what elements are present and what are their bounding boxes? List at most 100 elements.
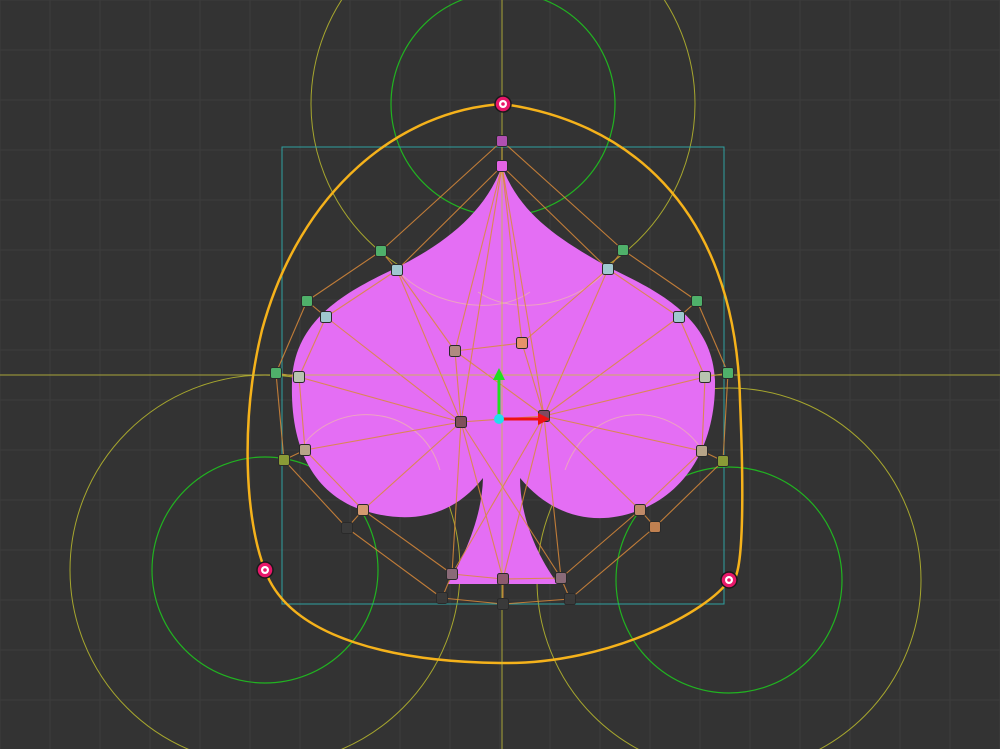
transform-gizmo[interactable] (493, 368, 550, 425)
deform-cage-curve[interactable] (246, 102, 744, 665)
control-point[interactable] (691, 295, 703, 307)
mesh-edge (460, 421, 562, 579)
influence-circle-right-inner (615, 466, 843, 694)
mesh-edge (441, 597, 504, 605)
triangulation-mesh (275, 140, 729, 605)
mesh-edge (346, 527, 443, 599)
mesh-edge (521, 268, 609, 344)
mesh-edge (454, 342, 523, 352)
mesh-edge (543, 376, 706, 417)
x-axis-arrow-icon[interactable] (538, 413, 550, 425)
control-point[interactable] (301, 295, 313, 307)
mesh-edge (501, 165, 523, 344)
control-point[interactable] (496, 160, 508, 172)
mesh-edge (362, 421, 462, 511)
mesh-edge (639, 450, 703, 511)
mesh-edge (275, 300, 308, 374)
mesh-edge (380, 140, 503, 252)
mesh-edge (502, 577, 562, 580)
control-point[interactable] (699, 371, 711, 383)
control-point[interactable] (617, 244, 629, 256)
control-point[interactable] (516, 337, 528, 349)
control-point[interactable] (497, 598, 509, 610)
control-point[interactable] (320, 311, 332, 323)
mesh-edge (325, 316, 462, 423)
control-point[interactable] (696, 445, 708, 457)
control-point[interactable] (673, 311, 685, 323)
control-point[interactable] (436, 592, 448, 604)
control-point[interactable] (649, 521, 661, 533)
wireframe-arc-lower-left (299, 414, 441, 471)
pin-handles[interactable] (256, 95, 738, 589)
control-points[interactable] (270, 135, 734, 610)
mesh-edge (304, 449, 364, 511)
y-axis-arrow-icon[interactable] (493, 368, 505, 380)
control-point[interactable] (446, 568, 458, 580)
control-point[interactable] (634, 504, 646, 516)
mesh-edge (396, 165, 503, 271)
wireframe-arc-left (395, 267, 531, 306)
mesh-edge (501, 165, 609, 270)
mesh-edge (451, 421, 462, 575)
influence-circle-left-inner (151, 456, 379, 684)
pin-handle-left[interactable] (256, 561, 274, 579)
mesh-edge (304, 421, 462, 451)
control-point[interactable] (375, 245, 387, 257)
pin-handle-right[interactable] (720, 571, 738, 589)
mesh-edge (543, 316, 680, 417)
control-point[interactable] (278, 454, 290, 466)
control-point[interactable] (449, 345, 461, 357)
mesh-edge (501, 165, 545, 417)
mesh-edge (298, 376, 462, 423)
control-point[interactable] (270, 367, 282, 379)
control-point[interactable] (391, 264, 403, 276)
mesh-edge (298, 316, 327, 378)
mesh-edge (454, 350, 462, 423)
control-point[interactable] (496, 135, 508, 147)
mesh-edge (306, 250, 382, 302)
mesh-edge (521, 342, 545, 417)
mesh-edge (701, 376, 706, 452)
mesh-edge (622, 249, 698, 302)
mesh-edge (501, 140, 624, 251)
mesh-edge (460, 165, 503, 423)
control-point[interactable] (293, 371, 305, 383)
control-point[interactable] (455, 416, 467, 428)
mesh-edge (678, 316, 706, 378)
mesh-edge (283, 459, 348, 529)
mesh-edge (654, 460, 724, 528)
mesh-edge (543, 268, 609, 417)
mesh-edge (451, 415, 545, 575)
control-point[interactable] (299, 444, 311, 456)
control-point[interactable] (602, 263, 614, 275)
mesh-edge (569, 526, 656, 600)
mesh-edge (298, 376, 306, 451)
mesh-edge (543, 415, 641, 511)
pin-handle-top[interactable] (494, 95, 512, 113)
mesh-edge (722, 372, 729, 462)
mesh-edge (607, 268, 680, 318)
mesh-edge (502, 598, 571, 605)
mesh-edge (275, 372, 285, 461)
mesh-edge (396, 269, 456, 352)
mesh-edge (396, 269, 462, 423)
wireframe-arc-right (477, 267, 609, 306)
control-point[interactable] (357, 504, 369, 516)
control-point[interactable] (341, 522, 353, 534)
mesh-edge (451, 573, 504, 580)
mesh-edge (560, 509, 641, 579)
control-point[interactable] (717, 455, 729, 467)
gizmo-center-handle[interactable] (494, 414, 504, 424)
mesh-edge (543, 415, 562, 579)
mesh-edge (362, 509, 453, 575)
control-point[interactable] (722, 367, 734, 379)
mesh-edge (325, 269, 398, 318)
mesh-edge (543, 415, 703, 452)
control-point[interactable] (497, 573, 509, 585)
control-point[interactable] (555, 572, 567, 584)
mesh-edge (696, 300, 729, 374)
mesh-edge (502, 415, 545, 580)
control-point[interactable] (564, 593, 576, 605)
